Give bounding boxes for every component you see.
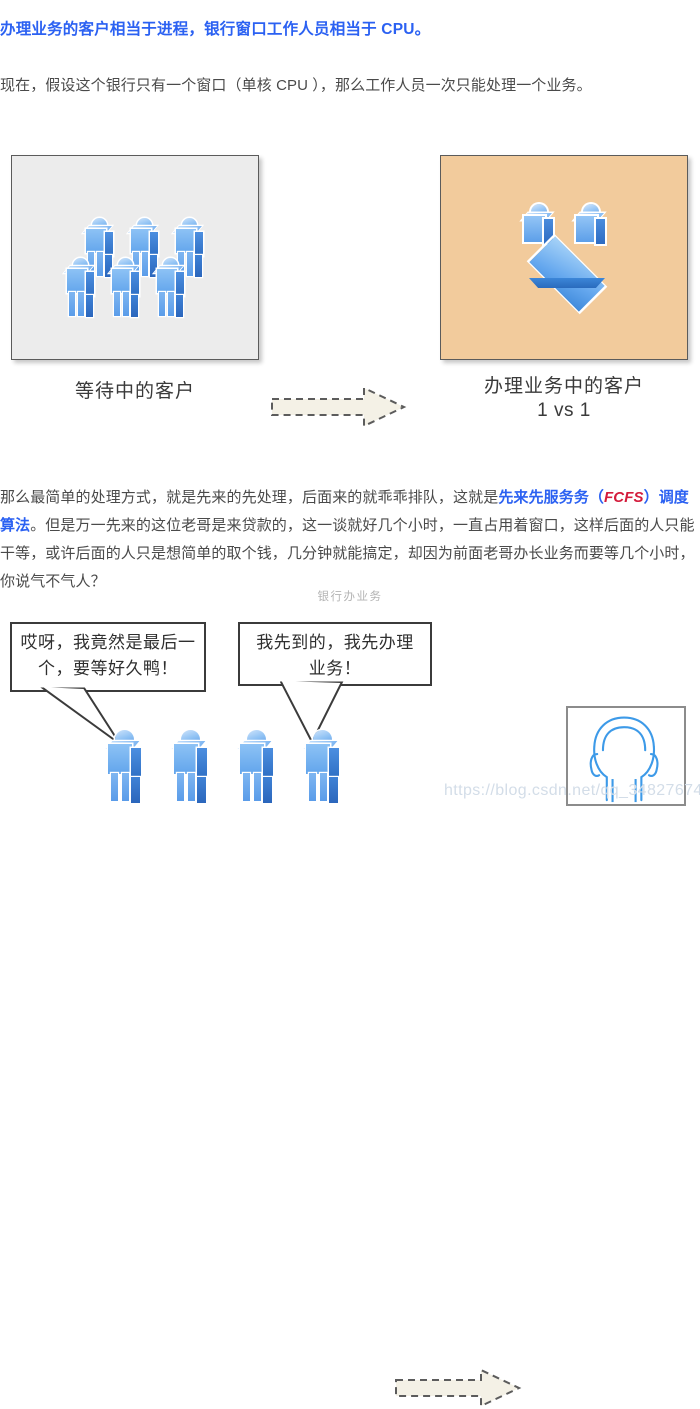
left-panel-caption: 等待中的客户 (74, 381, 195, 402)
fcfs-highlight-1: 先来先服务 (498, 489, 574, 506)
bank-illustration: 等待中的客户 办理业务中的客户 1 vs 1 银行办业务 (0, 150, 700, 603)
serving-customer-panel (440, 155, 688, 360)
body-text-1: 那么最简单的处理方式，就是先来的先处理，后面来的就乖乖排队，这就是 (0, 489, 499, 506)
intro-paragraph: 现在，假设这个银行只有一个窗口（单核 CPU ），那么工作人员一次只能处理一个业… (0, 77, 592, 94)
body-text-2: 。但是万一先来的这位老哥是来贷款的，这一谈就好几个小时，一直占用着窗口，这样后面… (0, 517, 695, 590)
bank-window-box (566, 706, 686, 806)
article-page: 办理业务的客户相当于进程，银行窗口工作人员相当于 CPU。 现在，假设这个银行只… (0, 21, 700, 1408)
fcfs-abbrev: FCFS (604, 489, 644, 506)
section-heading: 办理业务的客户相当于进程，银行窗口工作人员相当于 CPU。 (0, 21, 431, 38)
body-paragraph: 那么最简单的处理方式，就是先来的先处理，后面来的就乖乖排队，这就是先来先服务务（… (0, 484, 700, 596)
person-icon (105, 730, 146, 803)
csdn-watermark: https://blog.csdn.net/qq_34827674 (444, 782, 700, 799)
person-icon (303, 730, 344, 803)
serving-group (441, 156, 687, 359)
person-icon (237, 730, 278, 803)
customer-queue (0, 612, 700, 806)
speech-bubble-first-customer: 我先到的，我先办理业务！ (238, 622, 432, 686)
right-panel-caption-sub: 1 vs 1 (537, 400, 591, 421)
figure-label: 银行办业务 (317, 591, 383, 603)
speech-bubble-last-customer: 哎呀，我竟然是最后一个，要等好久鸭！ (10, 622, 206, 692)
person-icon (154, 258, 189, 317)
person-icon (574, 204, 609, 244)
waiting-crowd (12, 156, 258, 359)
waiting-customers-panel (11, 155, 259, 360)
person-icon (171, 730, 212, 803)
right-panel-caption-main: 办理业务中的客户 (483, 376, 644, 397)
person-icon (173, 218, 208, 277)
person-icon (128, 218, 163, 277)
dashed-arrow-icon (271, 386, 407, 428)
queue-comic: 哎呀，我竟然是最后一个，要等好久鸭！ 我先到的，我先办理业务！ (0, 612, 700, 1408)
clerk-head-icon (589, 716, 659, 803)
dashed-arrow-icon (395, 1368, 522, 1408)
counter-slab-icon (519, 236, 615, 312)
person-icon (109, 258, 144, 317)
person-icon (64, 258, 99, 317)
person-icon (522, 204, 557, 244)
fcfs-highlight-3: ）调度算法 (0, 489, 689, 534)
fcfs-highlight-2: 务（ (573, 489, 605, 506)
person-icon (83, 218, 118, 277)
right-panel-caption: 办理业务中的客户 1 vs 1 (440, 375, 688, 423)
